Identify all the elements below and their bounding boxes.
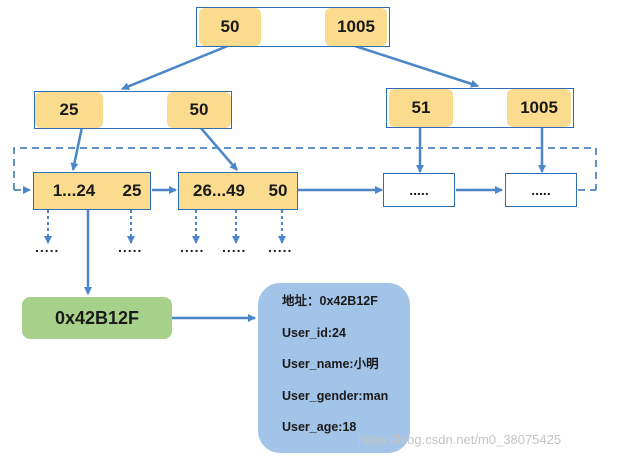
continuation-dots-4: .....	[222, 239, 247, 255]
root-node: 50 1005	[196, 7, 390, 47]
edge-left-node-to-leaf2	[199, 126, 238, 171]
address-pointer-box: 0x42B12F	[22, 297, 172, 339]
record-address-line: 地址：0x42B12F	[282, 294, 378, 308]
edge-left-node-to-leaf1	[70, 126, 84, 171]
leaf-node-2: 26...49 50	[178, 172, 298, 210]
record-user-id-line: User_id:24	[282, 325, 346, 340]
internal-node-left: 25 50	[34, 91, 232, 129]
leaf3-placeholder: .....	[409, 182, 429, 198]
leaf2-key-last: 50	[259, 173, 297, 209]
leaf4-placeholder: .....	[531, 182, 551, 198]
continuation-dots-1: .....	[35, 239, 60, 255]
root-key-2: 1005	[325, 8, 387, 46]
leaf1-key-last: 25	[114, 173, 150, 209]
leaf-node-4: .....	[505, 173, 577, 207]
leaf-node-3: .....	[383, 173, 455, 207]
internal-right-key-1: 51	[389, 89, 453, 127]
leaf-node-1: 1...24 25	[33, 172, 151, 210]
internal-left-key-2: 50	[167, 92, 231, 128]
record-user-gender-line: User_gender:man	[282, 388, 389, 403]
internal-node-right: 51 1005	[386, 88, 574, 128]
continuation-dots-5: .....	[268, 239, 293, 255]
leaf2-key-range: 26...49	[179, 173, 259, 209]
watermark-text: https://blog.csdn.net/m0_38075425	[358, 432, 562, 447]
row-record-box: 地址：0x42B12F User_id:24 User_name:小明 User…	[258, 283, 410, 453]
record-user-name-line: User_name:小明	[282, 357, 379, 371]
record-user-age-line: User_age:18	[282, 420, 357, 434]
root-key-1: 50	[199, 8, 261, 46]
leaf1-key-range: 1...24	[34, 173, 114, 209]
internal-left-key-1: 25	[35, 92, 103, 128]
edge-root-to-left-node	[121, 43, 231, 91]
internal-right-key-2: 1005	[507, 89, 571, 127]
continuation-dots-3: .....	[180, 239, 205, 255]
continuation-dots-2: .....	[118, 239, 143, 255]
edge-root-to-right-node	[351, 43, 479, 88]
